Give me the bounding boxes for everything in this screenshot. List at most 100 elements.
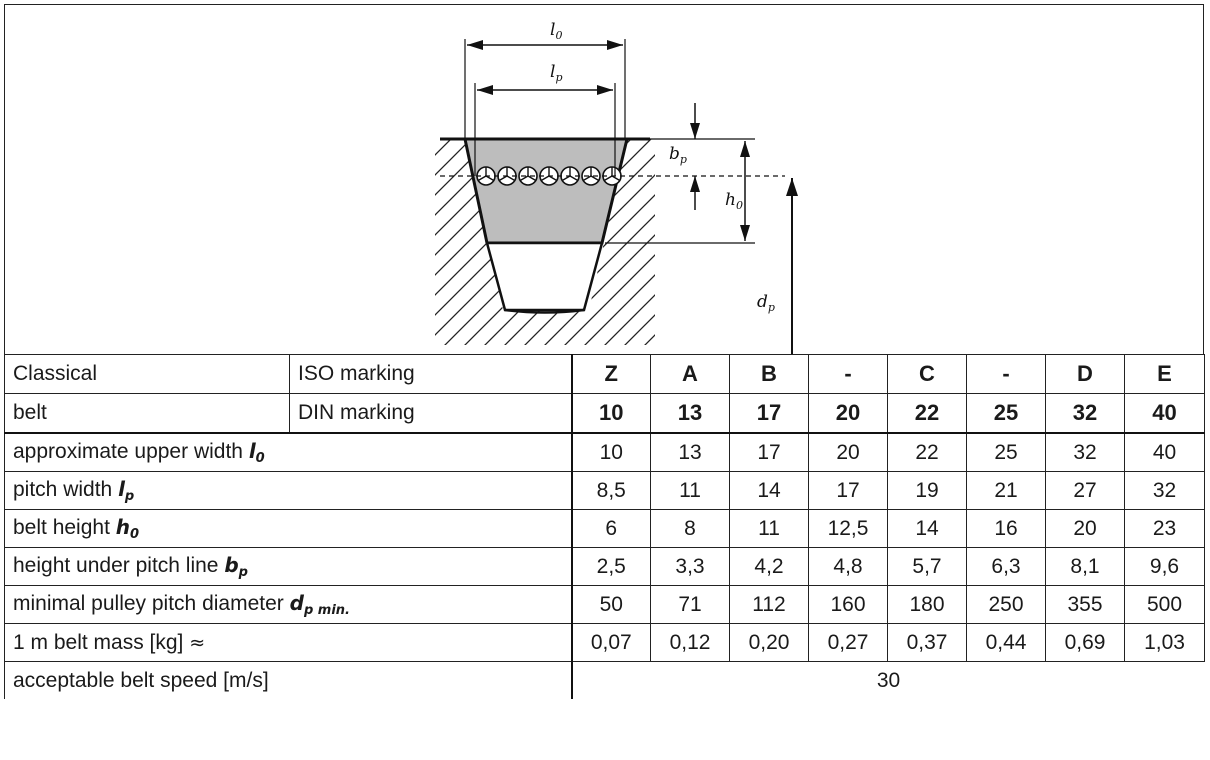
value-cell: 17: [729, 432, 809, 472]
iso-label: ISO marking: [289, 354, 573, 394]
cord-spoke: [540, 175, 550, 182]
iso-marking-row: Classical ISO marking Z A B - C - D E: [4, 354, 1205, 394]
row-label: height under pitch line bp: [4, 547, 573, 586]
din-cell: 32: [1045, 393, 1125, 434]
iso-cell: E: [1124, 354, 1205, 394]
cord-spoke: [611, 175, 621, 182]
iso-cell: A: [650, 354, 730, 394]
value-cell: 11: [729, 509, 809, 548]
cord-spoke: [506, 175, 516, 182]
din-cell: 20: [808, 393, 888, 434]
iso-cell: B: [729, 354, 809, 394]
cord-spoke: [561, 175, 571, 182]
mass-row: 1 m belt mass [kg] ≈ 0,07 0,12 0,20 0,27…: [4, 623, 1205, 662]
value-cell: 5,7: [887, 547, 967, 586]
speed-value: 30: [571, 661, 1205, 699]
value-cell: 112: [729, 585, 809, 624]
value-cell: 11: [650, 471, 730, 510]
value-cell: 19: [887, 471, 967, 510]
belt-spec-table: Classical ISO marking Z A B - C - D E be…: [4, 354, 1205, 699]
din-cell: 25: [966, 393, 1046, 434]
value-cell: 32: [1124, 471, 1205, 510]
cord-spoke: [569, 175, 579, 182]
value-cell: 27: [1045, 471, 1125, 510]
value-cell: 20: [1045, 509, 1125, 548]
value-cell: 500: [1124, 585, 1205, 624]
value-cell: 71: [650, 585, 730, 624]
label-bp: bp: [669, 144, 687, 166]
din-cell: 13: [650, 393, 730, 434]
row-label: minimal pulley pitch diameter dp min.: [4, 585, 573, 624]
row-label: approximate upper width l0: [4, 432, 573, 472]
value-cell: 13: [650, 432, 730, 472]
value-cell: 0,20: [729, 623, 809, 662]
value-cell: 160: [808, 585, 888, 624]
label-lp: lp: [550, 62, 562, 84]
value-cell: 32: [1045, 432, 1125, 472]
iso-cell: C: [887, 354, 967, 394]
value-cell: 23: [1124, 509, 1205, 548]
value-cell: 6: [571, 509, 651, 548]
value-cell: 355: [1045, 585, 1125, 624]
iso-cell: D: [1045, 354, 1125, 394]
group-label-line2: belt: [4, 393, 290, 434]
din-label: DIN marking: [289, 393, 573, 434]
din-marking-row: belt DIN marking 10 13 17 20 22 25 32 40: [4, 393, 1205, 434]
belt-spec-sheet: l0 lp bp h0 dp Classical ISO marking Z A…: [4, 4, 1206, 756]
value-cell: 17: [808, 471, 888, 510]
row-label: pitch width lp: [4, 471, 573, 510]
din-cell: 10: [571, 393, 651, 434]
value-cell: 25: [966, 432, 1046, 472]
belt-top-section: [463, 137, 629, 245]
iso-cell: -: [966, 354, 1046, 394]
value-cell: 8,1: [1045, 547, 1125, 586]
value-cell: 4,8: [808, 547, 888, 586]
iso-cell: Z: [571, 354, 651, 394]
value-cell: 14: [729, 471, 809, 510]
row-label: belt height h0: [4, 509, 573, 548]
value-cell: 16: [966, 509, 1046, 548]
cord-spoke: [477, 175, 487, 182]
value-cell: 40: [1124, 432, 1205, 472]
value-cell: 1,03: [1124, 623, 1205, 662]
value-cell: 20: [808, 432, 888, 472]
cord-spoke: [485, 175, 495, 182]
group-label: Classical: [4, 354, 290, 394]
row-label: acceptable belt speed [m/s]: [4, 661, 573, 699]
label-l0: l0: [550, 20, 562, 42]
row-label: 1 m belt mass [kg] ≈: [4, 623, 573, 662]
value-cell: 3,3: [650, 547, 730, 586]
value-cell: 4,2: [729, 547, 809, 586]
iso-cell: -: [808, 354, 888, 394]
cord-spoke: [548, 175, 558, 182]
value-cell: 6,3: [966, 547, 1046, 586]
value-cell: 0,44: [966, 623, 1046, 662]
label-dp: dp: [757, 292, 775, 314]
value-cell: 21: [966, 471, 1046, 510]
value-cell: 0,12: [650, 623, 730, 662]
din-cell: 22: [887, 393, 967, 434]
cord-spoke: [527, 175, 537, 182]
cord-spoke: [603, 175, 613, 182]
cord-spoke: [582, 175, 592, 182]
din-cell: 40: [1124, 393, 1205, 434]
belt-bottom-section: [485, 241, 604, 312]
value-cell: 180: [887, 585, 967, 624]
belt-diagram: l0 lp bp h0 dp: [435, 20, 798, 355]
value-cell: 9,6: [1124, 547, 1205, 586]
value-cell: 0,07: [571, 623, 651, 662]
cord-spoke: [590, 175, 600, 182]
belt-cross-section-figure: l0 lp bp h0 dp: [4, 4, 1204, 355]
value-cell: 14: [887, 509, 967, 548]
cord-spoke: [498, 175, 508, 182]
din-cell: 17: [729, 393, 809, 434]
label-h0: h0: [725, 190, 743, 212]
value-cell: 8: [650, 509, 730, 548]
value-cell: 10: [571, 432, 651, 472]
value-cell: 22: [887, 432, 967, 472]
cord-spoke: [519, 175, 529, 182]
